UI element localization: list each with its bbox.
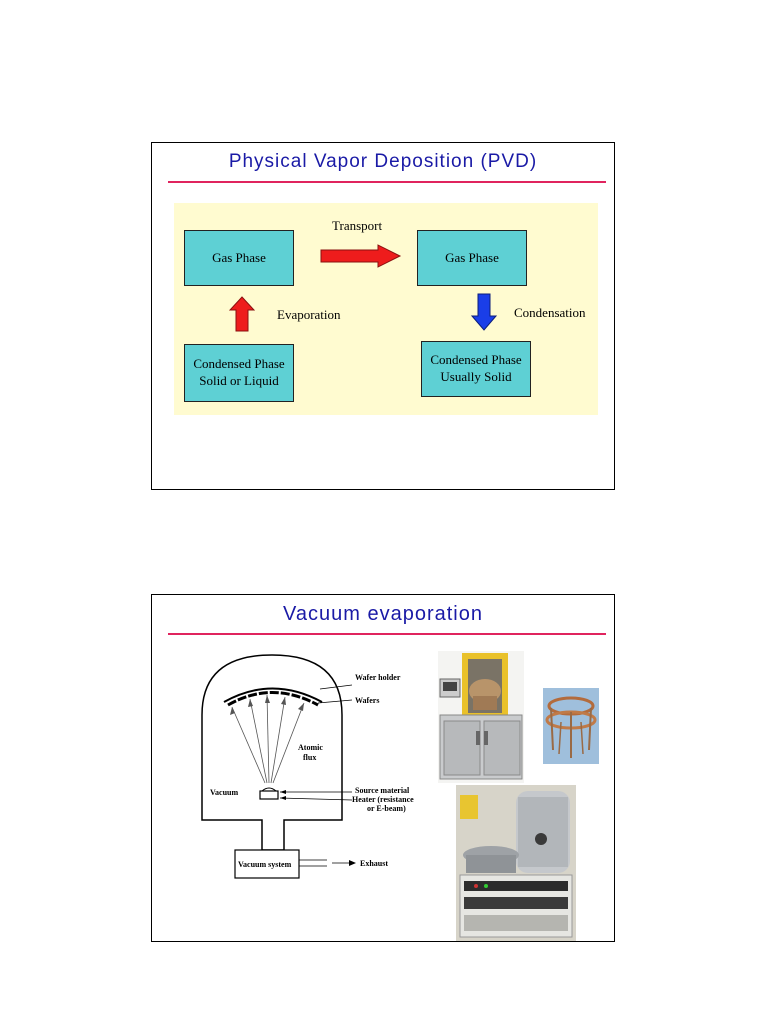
atomic-flux-lines — [231, 694, 305, 784]
gas-phase-box-left: Gas Phase — [184, 230, 294, 286]
slide-title: Vacuum evaporation — [283, 603, 483, 625]
gas-phase-label: Gas Phase — [212, 249, 266, 265]
vacuum-system-label: Vacuum system — [238, 860, 292, 869]
exhaust-label: Exhaust — [360, 859, 388, 868]
slide-pvd: Physical Vapor Deposition (PVD) Gas Phas… — [151, 142, 615, 490]
condensed-phase-box-right: Condensed Phase Usually Solid — [421, 341, 531, 397]
atomic-flux-label-2: flux — [303, 753, 316, 762]
atomic-flux-label: Atomic — [298, 743, 323, 752]
condensed-phase-label: Condensed Phase — [430, 352, 522, 368]
wafer-holder-arc — [223, 687, 323, 703]
source-crucible — [259, 790, 279, 800]
condensation-label: Condensation — [514, 305, 586, 320]
vacuum-label: Vacuum — [210, 788, 238, 797]
condensed-phase-box-left: Condensed Phase Solid or Liquid — [184, 344, 294, 402]
chamber-outline — [201, 654, 343, 851]
vacuum-chamber-schematic: Wafer holder Wafers Atomic flux Vacuum S… — [201, 654, 414, 879]
condensed-phase-sublabel: Solid or Liquid — [199, 373, 279, 388]
evaporation-system-photo — [456, 785, 576, 941]
evaporation-arrow-icon — [229, 296, 255, 332]
condensed-phase-label: Condensed Phase — [193, 356, 285, 372]
title-divider — [168, 633, 606, 635]
substrate-fixture-photo — [543, 688, 599, 764]
title-divider — [168, 181, 606, 183]
heater-label-2: or E-beam) — [367, 804, 406, 813]
slide-vacuum-evaporation: Vacuum evaporation — [151, 594, 615, 942]
evaporator-photo — [438, 651, 524, 783]
gas-phase-label: Gas Phase — [445, 249, 499, 265]
wafers-label: Wafers — [355, 696, 379, 705]
pvd-diagram-panel: Gas Phase Gas Phase Condensed Phase Soli… — [174, 203, 598, 415]
heater-label: Heater (resistance — [352, 795, 414, 804]
condensed-phase-sublabel: Usually Solid — [440, 369, 512, 384]
transport-label: Transport — [332, 218, 383, 233]
wafers-arc — [227, 691, 319, 707]
gas-phase-box-right: Gas Phase — [417, 230, 527, 286]
evaporation-label: Evaporation — [277, 307, 341, 322]
slide-title: Physical Vapor Deposition (PVD) — [228, 151, 538, 172]
source-material-label: Source material — [355, 786, 410, 795]
transport-arrow-icon — [320, 244, 402, 268]
wafer-holder-label: Wafer holder — [355, 673, 401, 682]
condensation-arrow-icon — [471, 293, 497, 331]
vacuum-system-box — [234, 849, 300, 879]
